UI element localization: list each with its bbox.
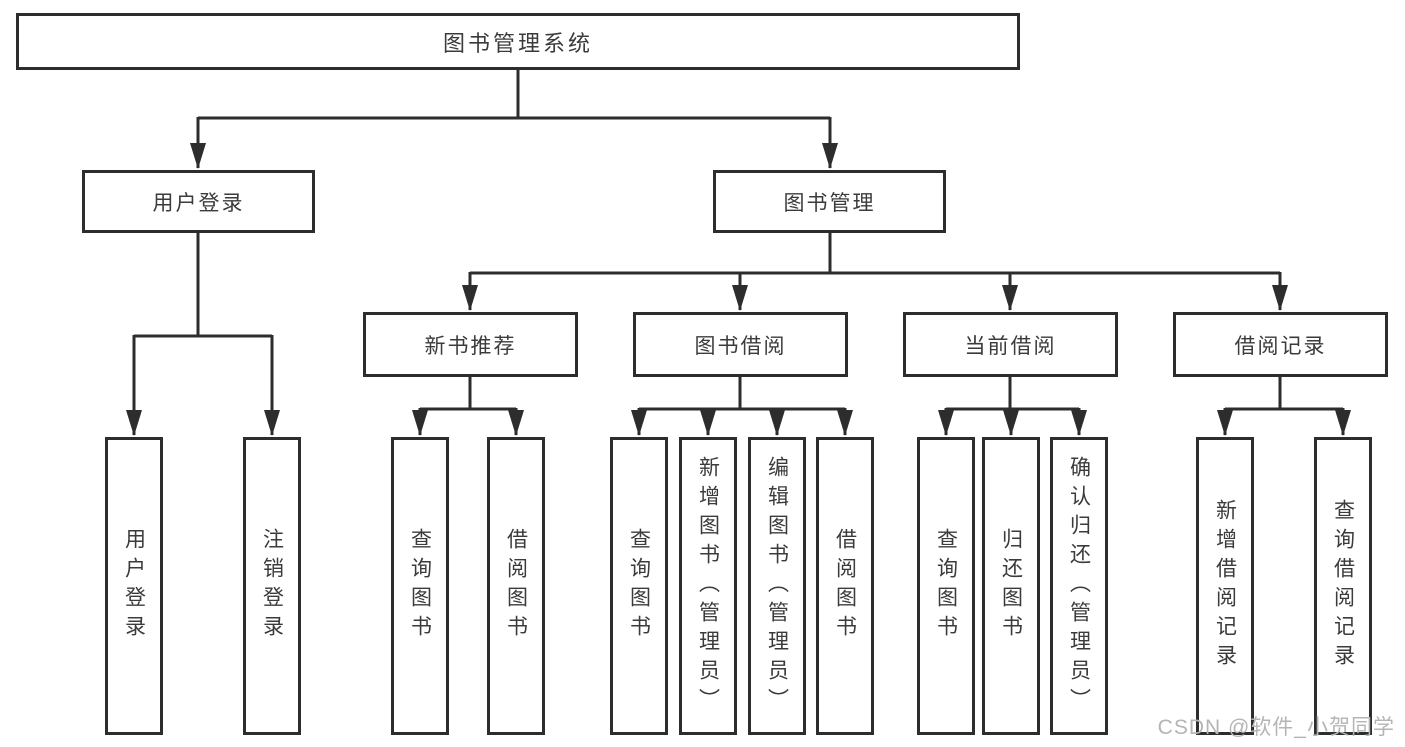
- node-query-books-borrow: 查询图书: [610, 437, 668, 735]
- node-logout: 注销登录: [243, 437, 301, 735]
- node-add-borrow-record: 新增借阅记录: [1196, 437, 1254, 735]
- node-library-management-system: 图书管理系统: [16, 13, 1020, 70]
- watermark-text: CSDN @软件_小贺同学: [1157, 716, 1395, 739]
- node-edit-books-admin: 编辑图书（管理员）: [748, 437, 806, 735]
- node-book-borrow: 图书借阅: [633, 312, 848, 377]
- node-new-book-recommend: 新书推荐: [363, 312, 578, 377]
- node-borrow-books-recommend: 借阅图书: [487, 437, 545, 735]
- node-confirm-return-admin: 确认归还（管理员）: [1050, 437, 1108, 735]
- node-add-books-admin: 新增图书（管理员）: [679, 437, 737, 735]
- node-return-books: 归还图书: [982, 437, 1040, 735]
- node-borrow-records: 借阅记录: [1173, 312, 1388, 377]
- node-query-books-current: 查询图书: [917, 437, 975, 735]
- node-user-login-group: 用户登录: [82, 170, 315, 233]
- node-query-books-recommend: 查询图书: [391, 437, 449, 735]
- node-current-borrow: 当前借阅: [903, 312, 1118, 377]
- node-user-login: 用户登录: [105, 437, 163, 735]
- node-book-management-group: 图书管理: [713, 170, 946, 233]
- node-borrow-books: 借阅图书: [816, 437, 874, 735]
- node-query-borrow-record: 查询借阅记录: [1314, 437, 1372, 735]
